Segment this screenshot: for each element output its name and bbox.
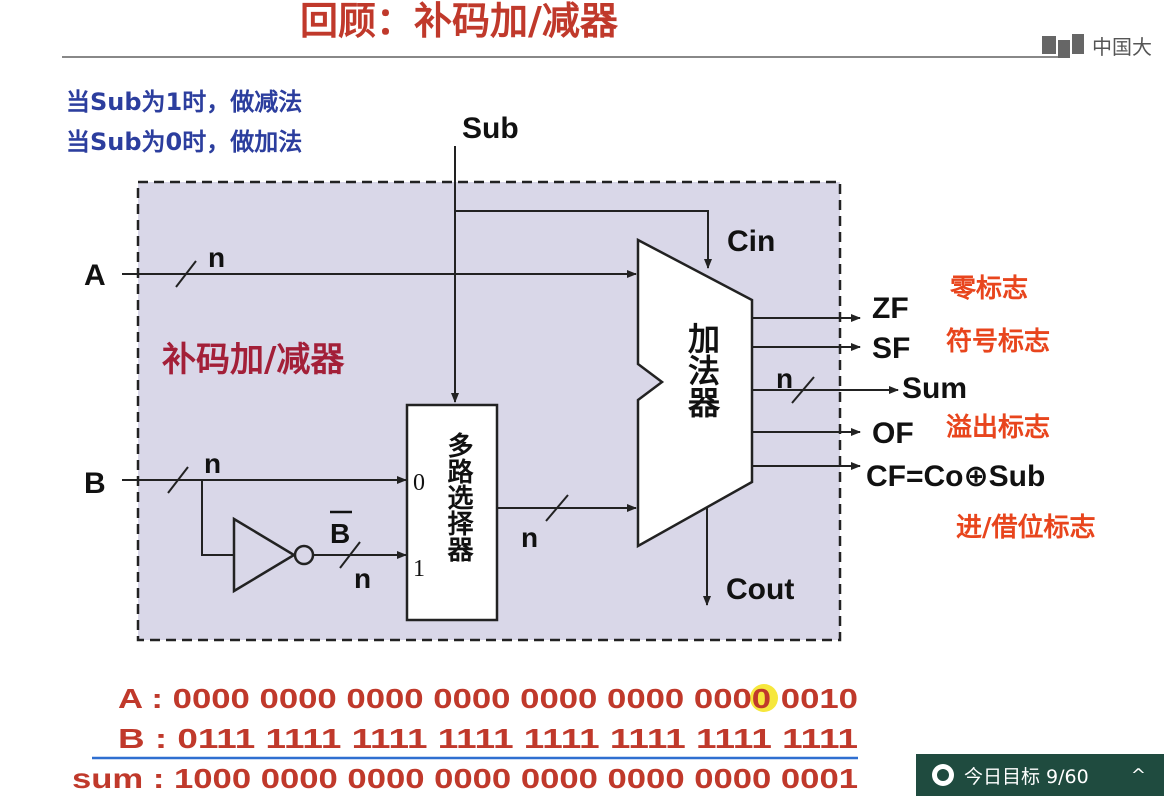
sf-desc: 符号标志	[946, 326, 1050, 357]
note-subtract: 当Sub为1时，做减法	[66, 88, 302, 116]
b-not-width-label: n	[354, 563, 371, 594]
calc-row-b: B : 0111 1111 1111 1111 1111 1111 1111 1…	[118, 723, 858, 754]
not-gate	[232, 516, 297, 594]
not-gate-bubble	[293, 544, 315, 566]
mux-out-bus-slash	[545, 494, 569, 522]
b-bus-slash	[167, 466, 189, 494]
cursor-highlight	[750, 684, 778, 712]
goal-progress-icon	[932, 764, 954, 786]
zf-label: ZF	[872, 292, 909, 325]
a-input-label: A	[84, 259, 106, 292]
box-title: 补码加/减器	[162, 340, 345, 380]
sf-label: SF	[872, 332, 910, 365]
cf-desc: 进/借位标志	[956, 512, 1096, 543]
sum-label: Sum	[902, 372, 967, 405]
b-input-label: B	[84, 467, 106, 500]
cin-label: Cin	[727, 225, 775, 258]
chevron-up-icon[interactable]: ^	[1130, 764, 1146, 786]
sum-width-label: n	[776, 363, 793, 394]
mux-input-0-label: 0	[413, 470, 425, 496]
b-not-bus-slash	[339, 541, 361, 569]
mux-label: 多路选择器	[443, 432, 474, 562]
calc-row-sum: sum : 1000 0000 0000 0000 0000 0000 0000…	[72, 763, 858, 794]
a-bus-slash	[175, 260, 197, 288]
b-not-label: B	[330, 518, 350, 549]
of-desc: 溢出标志	[946, 413, 1050, 443]
goal-label: 今日目标 9/60	[964, 765, 1089, 788]
sub-label: Sub	[462, 112, 519, 145]
cf-label: CF=Co⊕Sub	[866, 460, 1045, 493]
cout-label: Cout	[726, 573, 794, 606]
slide-title: 回顾：补码加/减器	[300, 0, 619, 43]
adder	[636, 237, 754, 549]
mux-out-width-label: n	[521, 522, 538, 553]
of-label: OF	[872, 417, 914, 450]
sum-bus-slash	[791, 376, 815, 404]
daily-goal-bar[interactable]: 今日目标 9/60 ^	[916, 754, 1164, 796]
watermark: 中国大	[1042, 28, 1164, 62]
a-width-label: n	[208, 242, 225, 273]
mux-input-1-label: 1	[413, 556, 425, 582]
multiplexer	[405, 403, 499, 622]
sub-to-cin-wire	[455, 210, 712, 269]
note-add: 当Sub为0时，做加法	[66, 128, 302, 156]
watermark-logo-icon	[1042, 32, 1086, 58]
calc-row-a: A : 0000 0000 0000 0000 0000 0000 0000 0…	[118, 683, 858, 714]
adder-label: 加法器	[683, 322, 721, 418]
b-width-label: n	[204, 448, 221, 479]
zf-desc: 零标志	[950, 274, 1028, 304]
b-branch-wire	[201, 480, 234, 556]
watermark-text: 中国大	[1092, 34, 1152, 59]
